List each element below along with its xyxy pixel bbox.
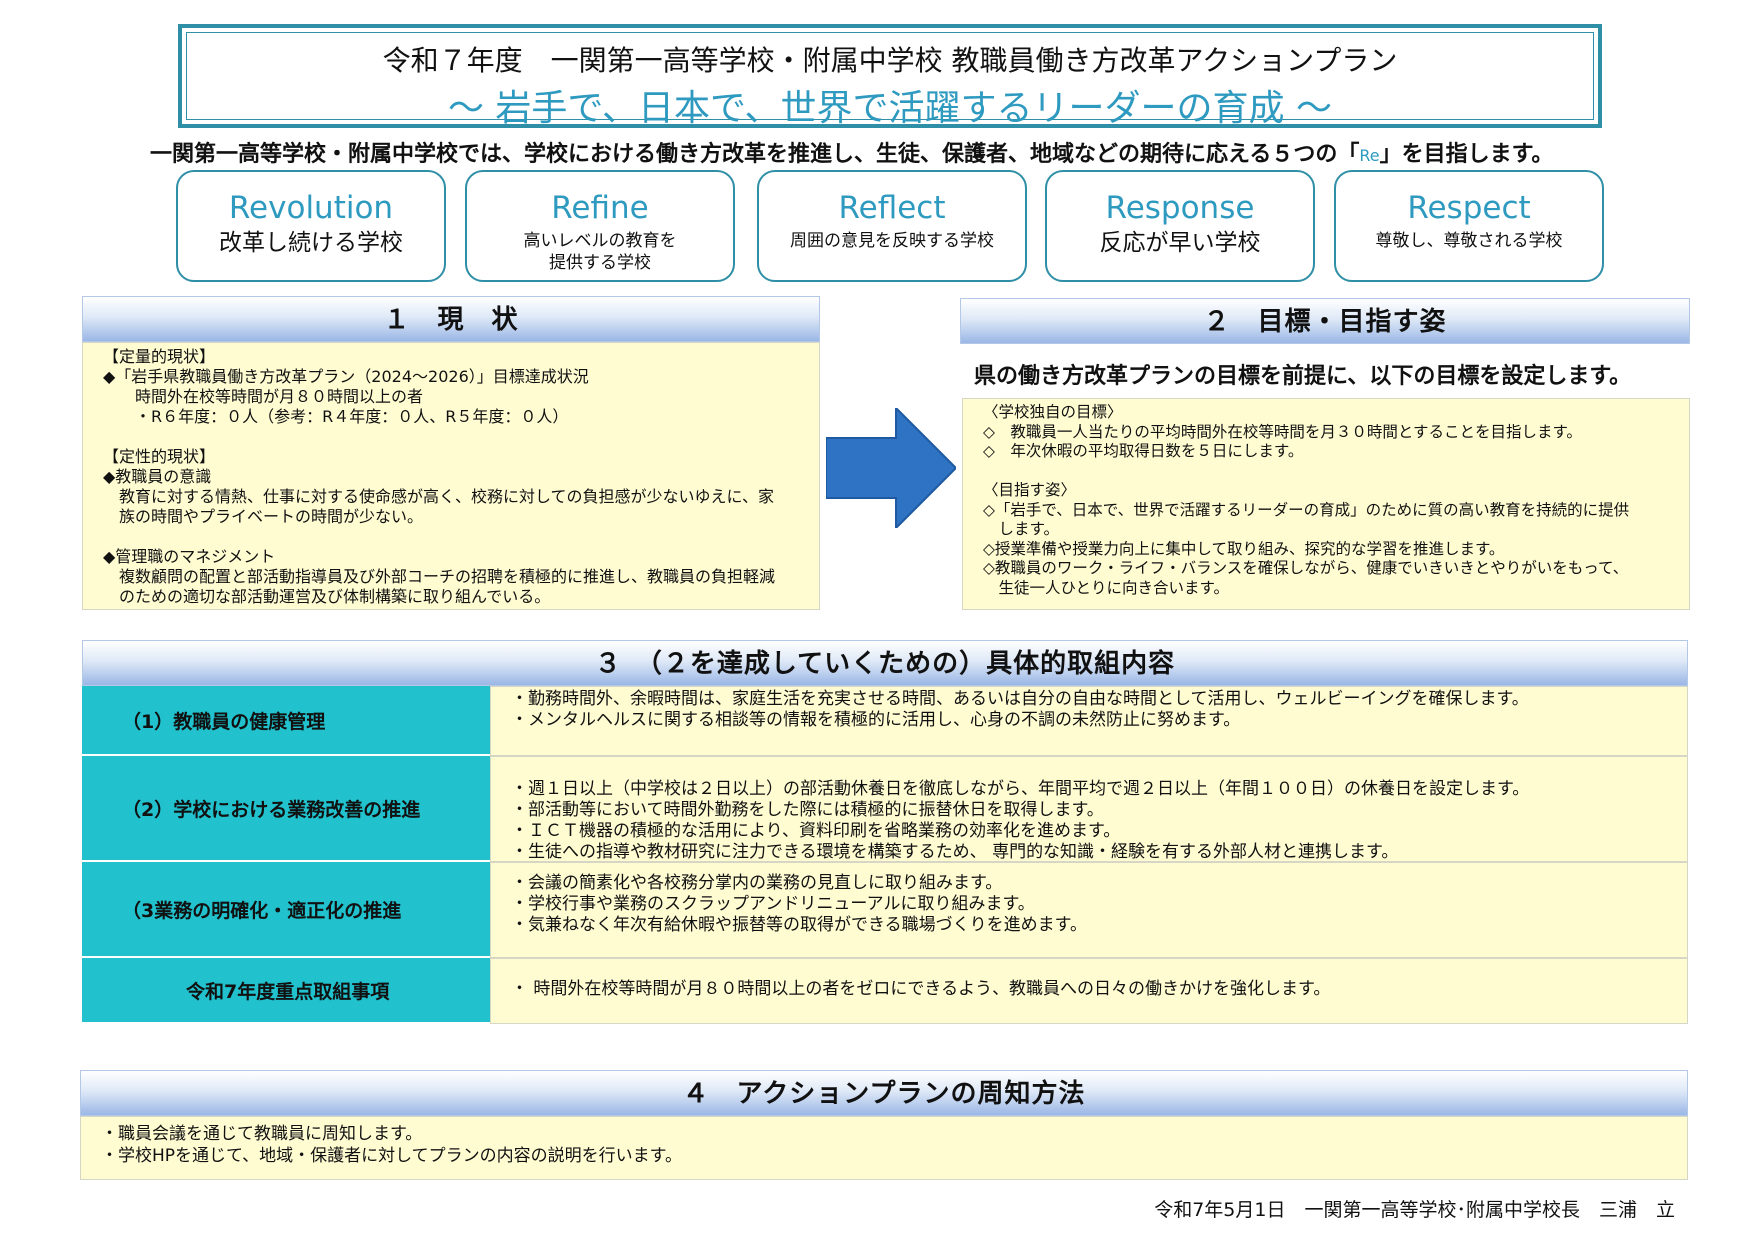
- sec2-line: ◇授業準備や授業力向上に集中して取り組み、探究的な学習を推進します。: [983, 539, 1505, 558]
- title-inner-border: 令和７年度 一関第一高等学校・附属中学校 教職員働き方改革アクションプラン ～ …: [186, 32, 1594, 129]
- sec1-line: のための適切な部活動運営及び体制構築に取り組んでいる。: [103, 587, 551, 606]
- section1-heading: １ 現 状: [82, 296, 820, 342]
- sec1-line: 族の時間やプライベートの時間が少ない。: [103, 507, 424, 526]
- intro-text: 一関第一高等学校・附属中学校では、学校における働き方改革を推進し、生徒、保護者、…: [150, 136, 1690, 168]
- sec2-line: ◇「岩手で、日本で、世界で活躍するリーダーの育成」のために質の高い教育を持続的に…: [983, 500, 1630, 519]
- re-card-jp: 高いレベルの教育を: [523, 231, 677, 251]
- row-line: ・生徒への指導や教材研究に注力できる環境を構築するため、 専門的な知識・経験を有…: [511, 842, 1399, 862]
- title-banner: 令和７年度 一関第一高等学校・附属中学校 教職員働き方改革アクションプラン ～ …: [178, 24, 1602, 129]
- right-arrow-icon: [826, 408, 956, 528]
- row-body: ・会議の簡素化や各校務分掌内の業務の見直しに取り組みます。 ・学校行事や業務のス…: [490, 862, 1688, 958]
- plan-slogan: ～ 岩手で、日本で、世界で活躍するリーダーの育成 ～: [447, 88, 1332, 129]
- row-body: ・勤務時間外、余暇時間は、家庭生活を充実させる時間、あるいは自分の自由な時間とし…: [490, 686, 1688, 756]
- row-line: ・部活動等において時間外勤務をした際には積極的に振替休日を取得します。: [511, 800, 1104, 820]
- table-row: （3業務の明確化・適正化の推進 ・会議の簡素化や各校務分掌内の業務の見直しに取り…: [82, 862, 1688, 958]
- row-line: ・ＩＣＴ機器の積極的な活用により、資料印刷を省略業務の効率化を進めます。: [511, 821, 1121, 841]
- section3-heading: ３ （２を達成していくための）具体的取組内容: [82, 640, 1688, 686]
- sec2-line: します。: [983, 520, 1059, 538]
- row-line: ・ 時間外在校等時間が月８０時間以上の者をゼロにできるよう、教職員への日々の働き…: [511, 979, 1331, 999]
- sec1-line: ・R６年度：０人（参考：R４年度：０人、R５年度：０人）: [103, 407, 569, 426]
- row-line: ・気兼ねなく年次有給休暇や振替等の取得ができる職場づくりを進めます。: [511, 915, 1087, 935]
- re-card-jp-2: 提供する学校: [549, 253, 651, 273]
- sec2-line: ◇ 年次休暇の平均取得日数を５日にします。: [983, 442, 1304, 460]
- sec2-line: 〈目指す姿〉: [983, 481, 1077, 499]
- re-card-respect: Respect 尊敬し、尊敬される学校: [1334, 170, 1604, 282]
- sec2-line: 生徒一人ひとりに向き合います。: [983, 578, 1230, 597]
- row-line: ・メンタルヘルスに関する相談等の情報を積極的に活用し、心身の不調の未然防止に努め…: [511, 710, 1241, 730]
- section2-heading: ２ 目標・目指す姿: [960, 298, 1690, 344]
- sec4-line: ・学校HPを通じて、地域・保護者に対してプランの内容の説明を行います。: [101, 1146, 682, 1166]
- re-card-en: Refine: [551, 190, 649, 226]
- sec1-line: 複数顧問の配置と部活動指導員及び外部コーチの招聘を積極的に推進し、教職員の負担軽…: [103, 567, 776, 586]
- re-card-jp: 反応が早い学校: [1099, 230, 1261, 256]
- re-card-jp: 改革し続ける学校: [219, 230, 403, 256]
- sec2-line: ◇ 教職員一人当たりの平均時間外在校等時間を月３０時間とすることを目指します。: [983, 422, 1582, 441]
- sec1-line: 教育に対する情熱、仕事に対する使命感が高く、校務に対しての負担感が少ないゆえに、…: [103, 487, 775, 506]
- sec1-line: 時間外在校等時間が月８０時間以上の者: [103, 387, 424, 406]
- sec1-line: ◆「岩手県教職員働き方改革プラン（2024～2026）」目標達成状況: [103, 367, 589, 386]
- row-line: ・会議の簡素化や各校務分掌内の業務の見直しに取り組みます。: [511, 873, 1003, 893]
- table-row: 令和7年度重点取組事項 ・ 時間外在校等時間が月８０時間以上の者をゼロにできるよ…: [82, 958, 1688, 1024]
- intro-before: 一関第一高等学校・附属中学校では、学校における働き方改革を推進し、生徒、保護者、…: [150, 142, 1360, 167]
- re-card-en: Reflect: [838, 190, 946, 226]
- row-line: ・勤務時間外、余暇時間は、家庭生活を充実させる時間、あるいは自分の自由な時間とし…: [511, 689, 1529, 709]
- sec1-line: ◆管理職のマネジメント: [103, 547, 276, 566]
- sec1-line: ◆教職員の意識: [103, 467, 212, 486]
- row-body: ・週１日以上（中学校は２日以上）の部活動休養日を徹底しながら、年間平均で週２日以…: [490, 756, 1688, 862]
- table-row: （2）学校における業務改善の推進 ・週１日以上（中学校は２日以上）の部活動休養日…: [82, 756, 1688, 862]
- row-line: ・学校行事や業務のスクラップアンドリニューアルに取り組みます。: [511, 894, 1035, 914]
- sec2-line: ◇教職員のワーク・ライフ・バランスを確保しながら、健康でいきいきとやりがいをもっ…: [983, 559, 1629, 577]
- section2-body: 〈学校独自の目標〉 ◇ 教職員一人当たりの平均時間外在校等時間を月３０時間とする…: [962, 398, 1690, 610]
- section4-heading: ４ アクションプランの周知方法: [80, 1070, 1688, 1116]
- intro-re: Re: [1359, 146, 1380, 165]
- row-label: （1）教職員の健康管理: [82, 686, 530, 756]
- re-card-en: Revolution: [228, 190, 394, 226]
- re-card-response: Response 反応が早い学校: [1045, 170, 1315, 282]
- sec1-line: 【定性的現状】: [103, 447, 216, 466]
- intro-after: 」を目指します。: [1379, 142, 1554, 167]
- sec2-line: 〈学校独自の目標〉: [983, 403, 1123, 421]
- re-card-revolution: Revolution 改革し続ける学校: [176, 170, 446, 282]
- row-label: （2）学校における業務改善の推進: [82, 756, 530, 862]
- sec1-line: [103, 527, 809, 547]
- re-card-reflect: Reflect 周囲の意見を反映する学校: [757, 170, 1027, 282]
- sec4-line: ・職員会議を通じて教職員に周知します。: [101, 1124, 423, 1144]
- section2-lead: 県の働き方改革プランの目標を前提に、以下の目標を設定します。: [974, 364, 1632, 389]
- section1-body: 【定量的現状】 ◆「岩手県教職員働き方改革プラン（2024～2026）」目標達成…: [82, 342, 820, 610]
- sec1-line: 【定量的現状】: [103, 347, 216, 366]
- footer-signature: 令和7年5月1日 一関第一高等学校･附属中学校長 三浦 立: [1154, 1199, 1675, 1221]
- table-row: （1）教職員の健康管理 ・勤務時間外、余暇時間は、家庭生活を充実させる時間、ある…: [82, 686, 1688, 756]
- plan-title: 令和７年度 一関第一高等学校・附属中学校 教職員働き方改革アクションプラン: [382, 44, 1398, 77]
- row-line: ・週１日以上（中学校は２日以上）の部活動休養日を徹底しながら、年間平均で週２日以…: [511, 779, 1530, 799]
- row-label: （3業務の明確化・適正化の推進: [82, 862, 530, 958]
- re-card-en: Respect: [1407, 190, 1531, 226]
- sec2-line: [983, 462, 1679, 482]
- row-body: ・ 時間外在校等時間が月８０時間以上の者をゼロにできるよう、教職員への日々の働き…: [490, 958, 1688, 1024]
- sec1-line: [103, 427, 809, 447]
- re-card-jp: 周囲の意見を反映する学校: [790, 231, 994, 251]
- re-card-jp: 尊敬し、尊敬される学校: [1375, 231, 1563, 251]
- re-card-en: Response: [1105, 190, 1255, 226]
- section4-body: ・職員会議を通じて教職員に周知します。 ・学校HPを通じて、地域・保護者に対して…: [80, 1116, 1688, 1180]
- re-card-refine: Refine 高いレベルの教育を 提供する学校: [465, 170, 735, 282]
